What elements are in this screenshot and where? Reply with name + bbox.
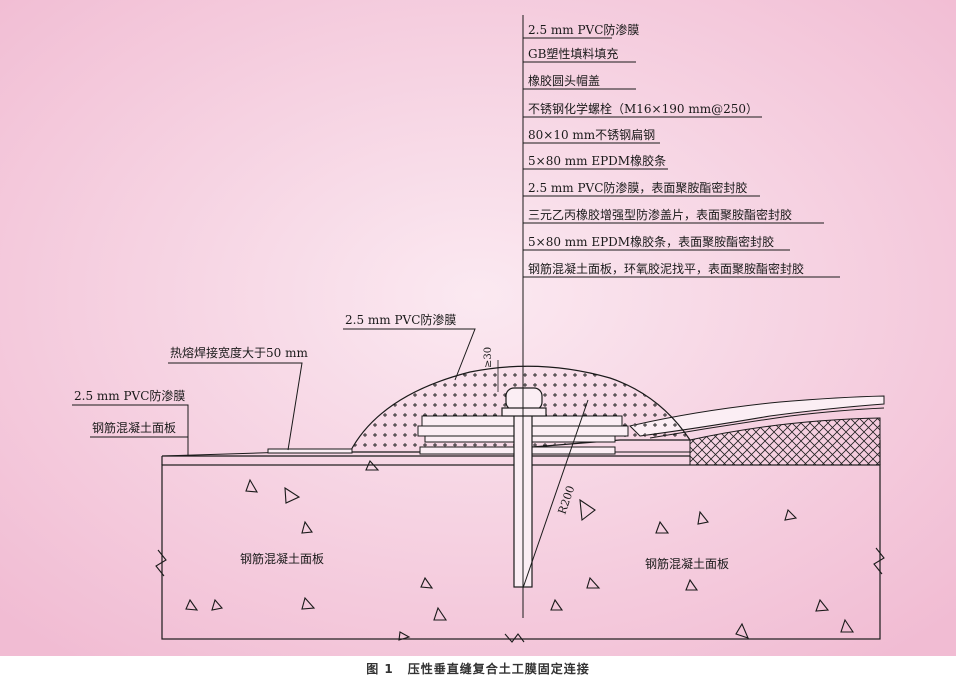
figure-caption: 图 1 压性垂直缝复合土工膜固定连接 [0, 660, 956, 677]
pvc-left-leader [72, 404, 189, 456]
callout-text: 钢筋混凝土面板，环氧胶泥找平，表面聚胺酯密封胶 [528, 261, 804, 276]
callout-text: 橡胶圆头帽盖 [528, 73, 600, 88]
dim-30-label: ≥30 [483, 347, 494, 368]
weld-leader [168, 362, 303, 451]
pvc-left-label: 2.5 mm PVC防渗膜 [74, 388, 185, 403]
weld-label: 热熔焊接宽度大于50 mm [170, 345, 308, 360]
rubber-round-cap [505, 387, 543, 411]
callout-text: GB塑性填料填充 [528, 46, 618, 61]
callout-text: 2.5 mm PVC防渗膜，表面聚胺酯密封胶 [528, 180, 747, 195]
slab-left-label: 钢筋混凝土面板 [240, 551, 324, 566]
callout-text-group: 2.5 mm PVC防渗膜 GB塑性填料填充 橡胶圆头帽盖 不锈钢化学螺栓（M1… [528, 22, 804, 276]
callout-text: 80×10 mm不锈钢扁钢 [528, 128, 655, 142]
break-mark-right [873, 547, 885, 575]
concrete-aggregate [185, 459, 855, 641]
sloped-membrane-layers [629, 395, 885, 437]
callout-text: 5×80 mm EPDM橡胶条，表面聚胺酯密封胶 [528, 234, 774, 249]
pvc-top-label: 2.5 mm PVC防渗膜 [345, 312, 456, 327]
diagram-canvas: 2.5 mm PVC防渗膜 GB塑性填料填充 橡胶圆头帽盖 不锈钢化学螺栓（M1… [0, 0, 956, 656]
slab-left-note: 钢筋混凝土面板 [92, 420, 176, 435]
callout-text: 三元乙丙橡胶增强型防渗盖片，表面聚胺酯密封胶 [528, 207, 792, 222]
background [0, 0, 956, 656]
r200-radius-line [522, 399, 589, 589]
bolt-nut [501, 407, 547, 417]
slab-right-label: 钢筋混凝土面板 [645, 556, 729, 571]
figure: 2.5 mm PVC防渗膜 GB塑性填料填充 橡胶圆头帽盖 不锈钢化学螺栓（M1… [0, 0, 956, 656]
caption-number: 图 1 [366, 662, 394, 676]
weld-zone [267, 448, 353, 454]
pvc-top-leader [343, 328, 476, 381]
break-mark-bottom [504, 633, 525, 643]
break-mark-left [155, 549, 167, 577]
caption-text: 压性垂直缝复合土工膜固定连接 [407, 662, 590, 676]
sloped-membrane-line [649, 407, 885, 439]
callout-leaders [523, 37, 840, 278]
epoxy-levelling-layer [689, 417, 881, 466]
callout-text: 5×80 mm EPDM橡胶条 [528, 153, 666, 168]
callout-text: 2.5 mm PVC防渗膜 [528, 22, 639, 37]
callout-text: 不锈钢化学螺栓（M16×190 mm@250） [528, 101, 758, 116]
